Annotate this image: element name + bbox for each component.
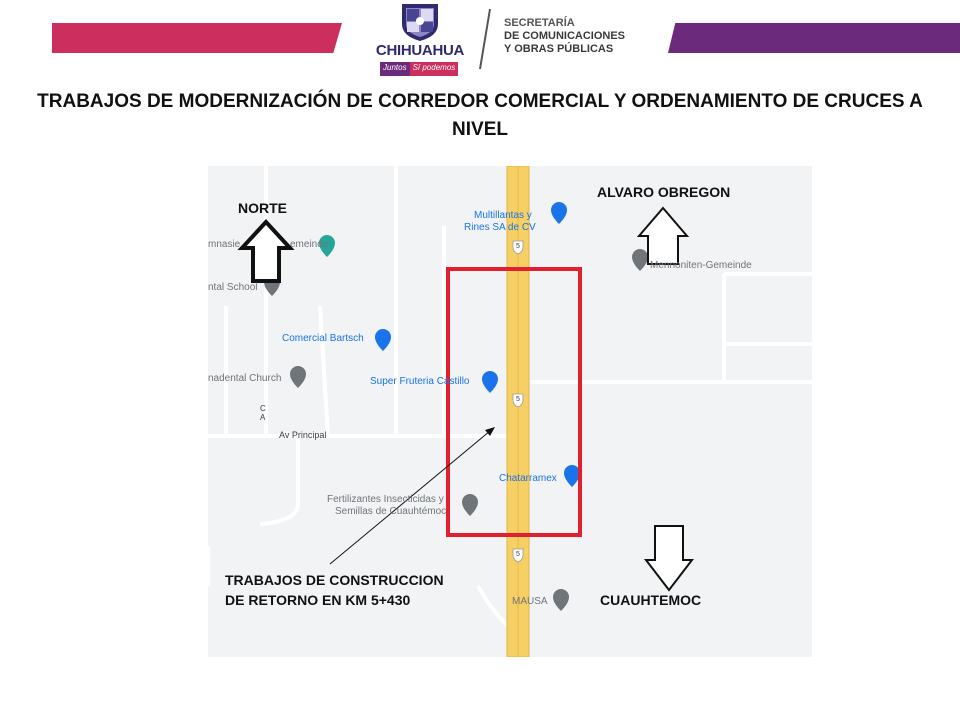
poi-fertilizantes-line1[interactable]: Fertilizantes Insecticidas y — [327, 494, 444, 505]
road-label-av-principal: Av Principal — [279, 430, 327, 440]
coat-of-arms-icon — [402, 4, 438, 41]
poi-mennoniten-gemeinde[interactable]: Mennoniten-Gemeinde — [650, 260, 752, 271]
road-label-side-street: C A — [260, 404, 266, 422]
secretaria-line-3: Y OBRAS PÚBLICAS — [504, 43, 614, 55]
poi-mausa[interactable]: MAUSA — [512, 596, 548, 607]
annotation-pointer — [329, 430, 491, 565]
north-arrow-icon — [237, 219, 295, 283]
work-zone-highlight — [446, 267, 582, 537]
north-label: NORTE — [238, 200, 287, 216]
local-streets — [208, 166, 812, 628]
header-band-right — [668, 23, 960, 53]
poi-multillantas-line2[interactable]: Rines SA de CV — [464, 222, 536, 233]
poi-fertilizantes-line2[interactable]: Semillas de Cuauhtémoc — [335, 506, 447, 517]
map-view: 5 5 5 Multillantas y Rines SA de CV Menn… — [208, 166, 812, 657]
secretaria-line-2: DE COMUNICACIONES — [504, 30, 626, 42]
work-annotation-line1: TRABAJOS DE CONSTRUCCION — [225, 572, 444, 588]
route-shield-icon — [512, 240, 524, 563]
logo-tag-juntos: Juntos — [380, 62, 410, 76]
work-annotation-line2: DE RETORNO EN KM 5+430 — [225, 592, 411, 608]
poi-church[interactable]: nadental Church — [208, 373, 282, 384]
poi-dental-school[interactable]: ntal School — [208, 282, 258, 293]
north-direction-arrow-icon — [636, 206, 690, 265]
logo-tagline: Juntos Sí podemos — [380, 62, 459, 76]
work-annotation: TRABAJOS DE CONSTRUCCION DE RETORNO EN K… — [225, 570, 444, 610]
header-divider — [479, 8, 491, 70]
header-band-left — [52, 23, 342, 53]
map-canvas — [208, 166, 812, 657]
poi-super-fruteria-castillo[interactable]: Super Fruteria Castillo — [370, 376, 470, 387]
annotation-arrowhead — [485, 427, 495, 436]
chihuahua-logo: CHIHUAHUA Juntos Sí podemos — [372, 2, 468, 78]
south-direction-arrow-icon — [643, 525, 695, 592]
logo-tag-si-podemos: Sí podemos — [409, 62, 459, 76]
map-pin-icon — [264, 202, 648, 611]
logo-name: CHIHUAHUA — [375, 42, 465, 59]
poi-gymnasium[interactable]: mnasie — [208, 239, 241, 250]
page-title: TRABAJOS DE MODERNIZACIÓN DE CORREDOR CO… — [37, 91, 923, 140]
alvaro-obregon-label: ALVARO OBREGON — [597, 184, 731, 200]
poi-multillantas-line1[interactable]: Multillantas y — [474, 210, 532, 221]
route-shield-label: 5 — [516, 551, 520, 558]
poi-gemeinde[interactable]: emeinde — [290, 239, 329, 250]
cuauhtemoc-label: CUAUHTEMOC — [600, 592, 702, 608]
secretaria-name: SECRETARÍA DE COMUNICACIONES Y OBRAS PÚB… — [504, 17, 625, 56]
poi-chatarramex[interactable]: Chatarramex — [499, 473, 557, 484]
route-shield-label: 5 — [516, 243, 520, 250]
poi-comercial-bartsch[interactable]: Comercial Bartsch — [282, 333, 364, 344]
secretaria-line-1: SECRETARÍA — [504, 17, 575, 29]
route-shield-label: 5 — [516, 396, 520, 403]
